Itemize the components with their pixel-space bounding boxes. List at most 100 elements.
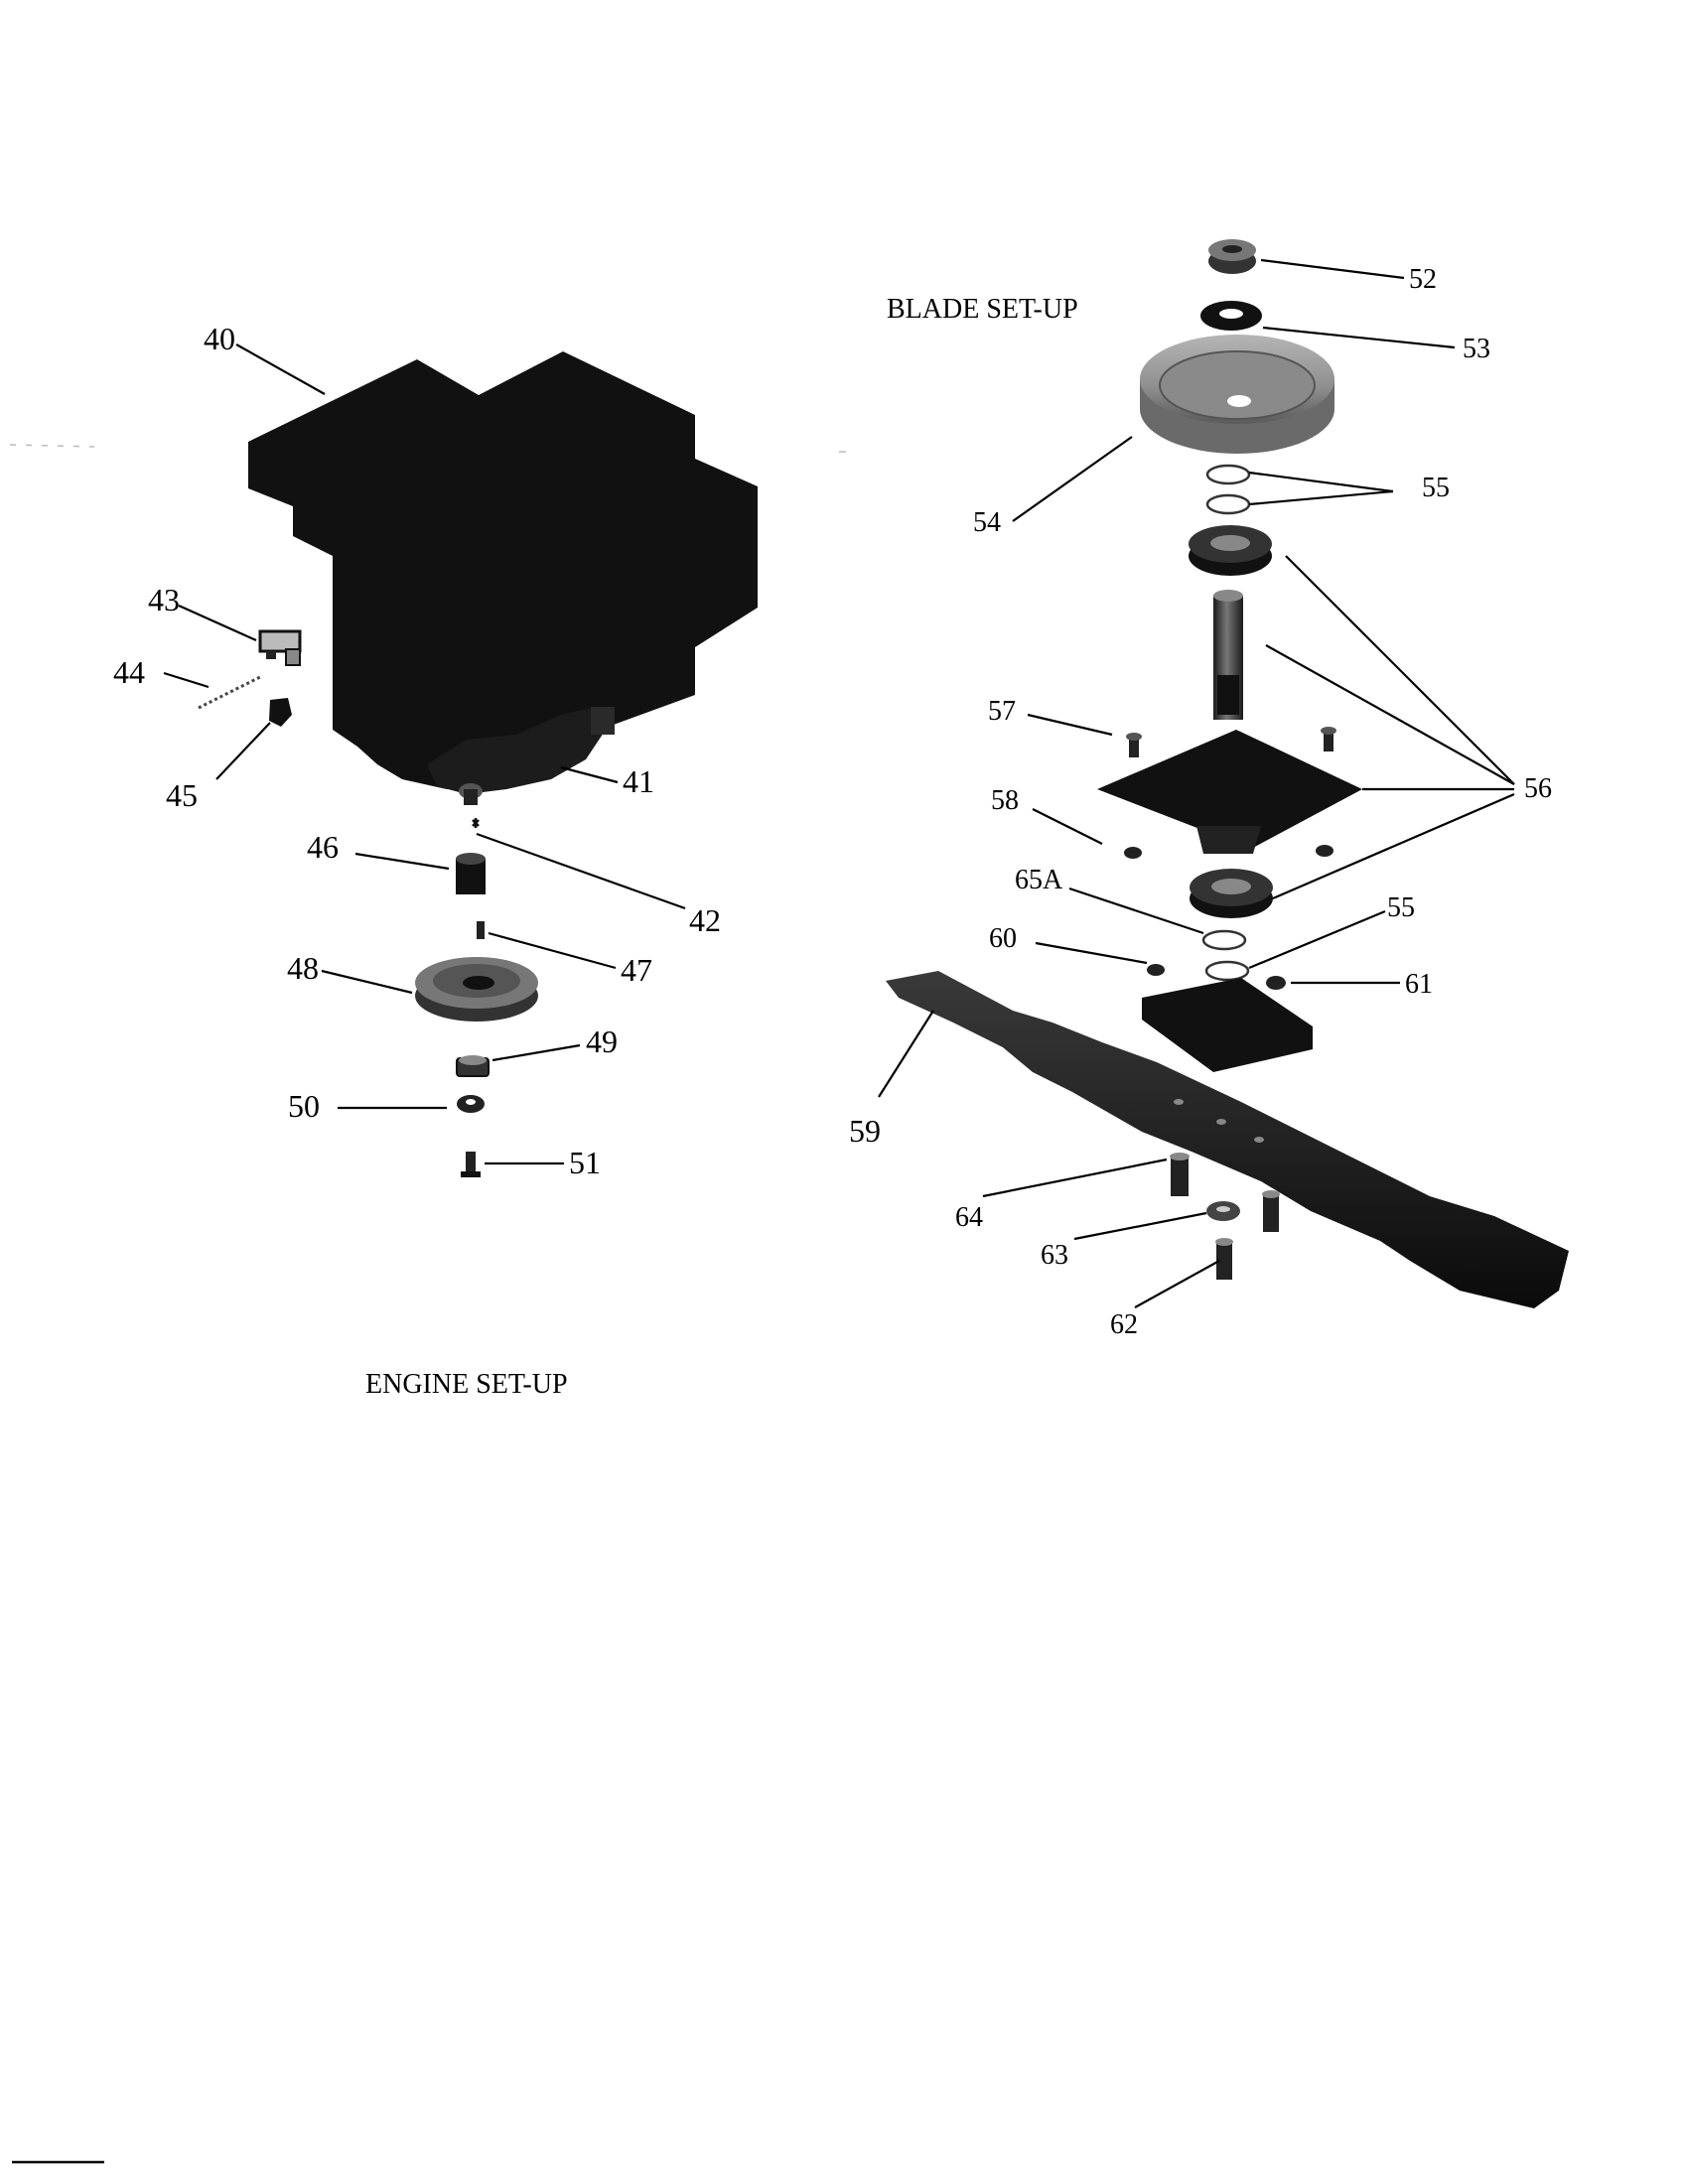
spacer-part-46 bbox=[456, 853, 486, 894]
leader-43 bbox=[178, 604, 257, 642]
crankshaft-stub bbox=[464, 789, 478, 805]
callout-64: 64 bbox=[955, 1202, 983, 1233]
spring-pin-part-44 bbox=[198, 675, 261, 710]
leader-45 bbox=[215, 722, 271, 780]
blade-hole-1 bbox=[1174, 1099, 1184, 1105]
blade-setup-label: BLADE SET-UP bbox=[887, 294, 1078, 325]
callout-45: 45 bbox=[166, 777, 198, 813]
bracket-part-43 bbox=[258, 629, 302, 666]
callout-57: 57 bbox=[988, 696, 1016, 727]
spindle-shaft-part-56 bbox=[1213, 590, 1243, 720]
callout-56: 56 bbox=[1524, 773, 1552, 804]
callout-47: 47 bbox=[621, 952, 652, 988]
leader-52 bbox=[1260, 258, 1405, 280]
nut-part-61 bbox=[1266, 976, 1286, 990]
callout-62: 62 bbox=[1110, 1309, 1138, 1340]
leader-56b bbox=[1265, 644, 1515, 785]
leader-40 bbox=[235, 343, 326, 395]
leader-55c bbox=[1248, 909, 1386, 970]
engine-base-part-41 bbox=[427, 707, 606, 794]
scan-mark-left bbox=[9, 444, 95, 448]
nut-part-52 bbox=[1208, 239, 1256, 274]
callout-48: 48 bbox=[287, 950, 319, 986]
callout-44: 44 bbox=[113, 654, 145, 690]
bearing-part-56-upper bbox=[1189, 525, 1272, 576]
callout-40: 40 bbox=[204, 321, 235, 356]
leader-47 bbox=[488, 931, 617, 970]
leader-64 bbox=[982, 1158, 1168, 1198]
callout-61: 61 bbox=[1405, 969, 1433, 1000]
ring-part-65a bbox=[1201, 929, 1247, 951]
bearing-part-56-lower bbox=[1190, 869, 1273, 918]
o-ring-part-55-top bbox=[1205, 464, 1251, 485]
nut-part-58 bbox=[1124, 845, 1333, 859]
callout-49: 49 bbox=[586, 1024, 618, 1059]
clip-part-45 bbox=[269, 698, 292, 727]
housing-hub bbox=[1196, 826, 1261, 854]
callout-60: 60 bbox=[989, 923, 1017, 954]
callout-55-lower: 55 bbox=[1387, 892, 1415, 923]
leader-59 bbox=[878, 1010, 934, 1098]
nut-part-49 bbox=[456, 1055, 490, 1077]
leader-60 bbox=[1035, 941, 1148, 965]
leader-53 bbox=[1262, 326, 1456, 349]
callout-63: 63 bbox=[1041, 1240, 1068, 1271]
callout-58: 58 bbox=[991, 785, 1019, 816]
blade-hole-3 bbox=[1254, 1137, 1264, 1143]
washer-part-50 bbox=[457, 1095, 485, 1113]
o-ring-part-55-lower bbox=[1204, 960, 1250, 982]
callout-54: 54 bbox=[973, 507, 1001, 538]
leader-46 bbox=[354, 852, 450, 871]
key-part-47 bbox=[477, 921, 485, 939]
bolt-part-64 bbox=[1170, 1153, 1190, 1196]
pulley-part-48 bbox=[415, 957, 538, 1022]
blade-assembly: BLADE SET-UP bbox=[849, 239, 1569, 1340]
blade-hole-2 bbox=[1216, 1119, 1226, 1125]
leader-56d bbox=[1272, 792, 1515, 900]
callout-59: 59 bbox=[849, 1113, 881, 1149]
callout-52: 52 bbox=[1409, 264, 1437, 295]
callout-55-top: 55 bbox=[1422, 473, 1450, 503]
callout-65a: 65A bbox=[1015, 865, 1063, 895]
key-part-42 bbox=[472, 818, 480, 828]
leader-58 bbox=[1032, 808, 1103, 845]
washer-part-53 bbox=[1200, 301, 1262, 331]
leader-44 bbox=[163, 671, 210, 689]
callout-41: 41 bbox=[623, 763, 654, 799]
callout-53: 53 bbox=[1463, 334, 1490, 364]
housing-plate-part-56 bbox=[1097, 730, 1362, 849]
pulley-part-54 bbox=[1140, 335, 1334, 454]
leader-55a bbox=[1248, 471, 1394, 493]
bolt-part-57 bbox=[1126, 727, 1336, 757]
leader-57 bbox=[1027, 713, 1113, 737]
engine-block-part-40 bbox=[248, 351, 758, 789]
bolt-part-62 bbox=[1215, 1238, 1233, 1280]
leader-56a bbox=[1285, 555, 1515, 785]
blade-part-59 bbox=[886, 971, 1569, 1308]
leader-41 bbox=[560, 765, 619, 784]
washer-part-63 bbox=[1206, 1201, 1240, 1221]
leader-55b bbox=[1248, 489, 1394, 506]
bolt-part-62-upper bbox=[1262, 1190, 1280, 1232]
engine-assembly: 40 41 42 43 44 45 46 47 48 49 50 51 ENGI… bbox=[113, 321, 758, 1400]
engine-setup-label: ENGINE SET-UP bbox=[365, 1369, 568, 1400]
leader-48 bbox=[321, 969, 413, 995]
callout-43: 43 bbox=[148, 582, 180, 617]
leader-63 bbox=[1073, 1211, 1207, 1241]
leader-62 bbox=[1134, 1260, 1220, 1308]
leader-54 bbox=[1012, 436, 1133, 522]
leader-49 bbox=[491, 1043, 581, 1062]
leader-65a bbox=[1068, 887, 1204, 935]
callout-50: 50 bbox=[288, 1088, 320, 1124]
callout-46: 46 bbox=[307, 829, 339, 865]
blade-adapter-part-60 bbox=[1142, 978, 1313, 1072]
callout-42: 42 bbox=[689, 902, 721, 938]
bolt-part-51 bbox=[461, 1152, 481, 1177]
nut-part-60 bbox=[1147, 964, 1165, 976]
o-ring-part-55-mid bbox=[1205, 493, 1251, 515]
callout-51: 51 bbox=[569, 1145, 601, 1180]
leader-42 bbox=[476, 832, 686, 910]
engine-mount-tab bbox=[591, 707, 615, 735]
